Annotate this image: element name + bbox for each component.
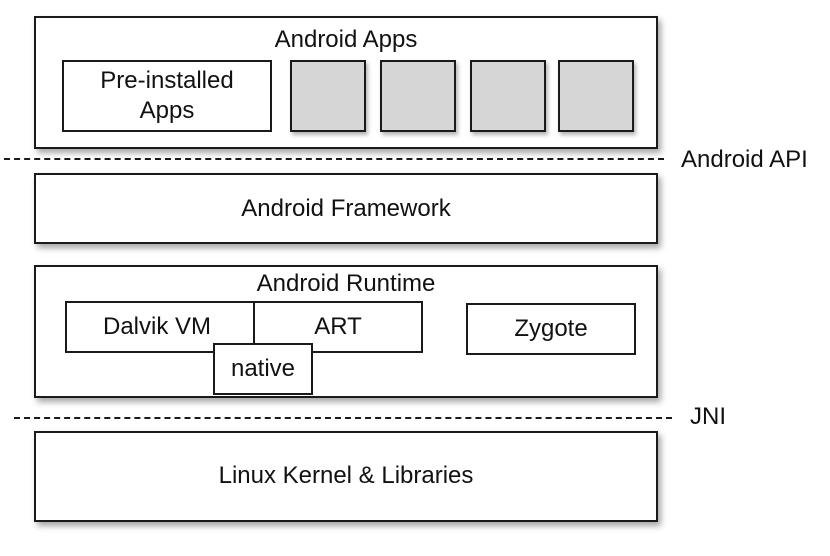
app-slot-4 [558, 60, 634, 132]
android-framework-layer: Android Framework [34, 173, 658, 244]
linux-kernel-title: Linux Kernel & Libraries [218, 462, 474, 489]
android-framework-title: Android Framework [241, 195, 451, 222]
preinstalled-apps-label: Pre-installed Apps [100, 67, 234, 124]
app-slot-1 [290, 60, 366, 132]
app-slot-3 [470, 60, 546, 132]
android-runtime-layer: Android Runtime Dalvik VM ART native Zyg… [34, 265, 658, 398]
native-box: native [213, 343, 313, 395]
art-label: ART [314, 313, 362, 340]
zygote-label: Zygote [514, 315, 588, 342]
app-slot-2 [380, 60, 456, 132]
jni-label: JNI [690, 403, 726, 430]
native-label: native [230, 355, 296, 382]
dalvik-vm-label: Dalvik VM [103, 313, 212, 340]
dalvik-vm-box: Dalvik VM [65, 301, 255, 353]
android-api-boundary-line [4, 158, 664, 160]
art-box: ART [253, 301, 423, 353]
android-apps-layer: Android Apps Pre-installed Apps [34, 16, 658, 149]
preinstalled-apps-box: Pre-installed Apps [62, 60, 272, 132]
android-runtime-title: Android Runtime [256, 270, 436, 297]
zygote-box: Zygote [466, 303, 636, 355]
linux-kernel-layer: Linux Kernel & Libraries [34, 431, 658, 522]
android-apps-title: Android Apps [274, 26, 418, 53]
jni-boundary-line [14, 417, 672, 419]
android-api-label: Android API [681, 146, 808, 173]
